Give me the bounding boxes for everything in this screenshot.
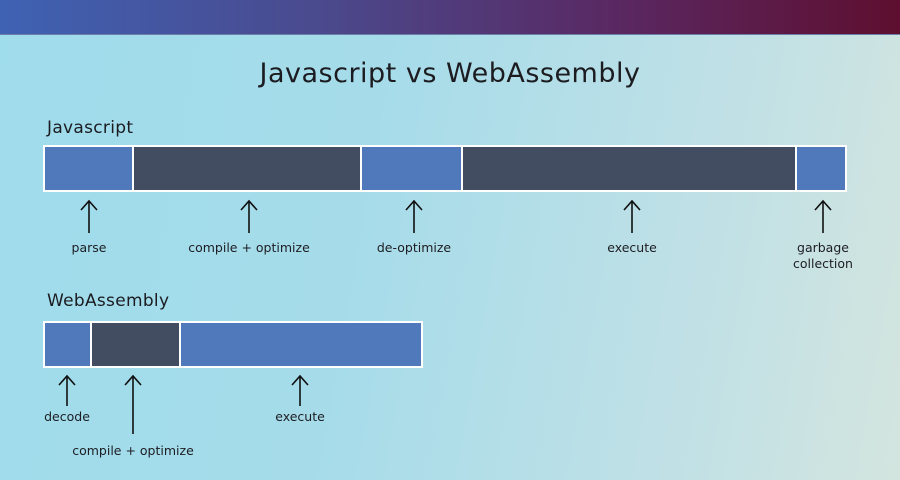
stage-label-garbage-collection: garbage collection: [793, 240, 853, 271]
stage-label-compile-optimize: compile + optimize: [72, 443, 194, 458]
webassembly-segment-2: [91, 323, 180, 366]
javascript-pipeline-bar: [43, 145, 847, 192]
arrow-up-icon: [58, 374, 76, 406]
javascript-segment-5: [797, 147, 845, 190]
arrow-up-icon: [240, 199, 258, 233]
header-band: [0, 0, 900, 35]
javascript-segment-3: [361, 147, 461, 190]
stage-label-decode: decode: [44, 409, 90, 424]
arrow-up-icon: [80, 199, 98, 233]
stage-label-de-optimize: de-optimize: [376, 240, 452, 255]
webassembly-label: WebAssembly: [47, 291, 170, 311]
arrow-up-icon: [814, 199, 832, 233]
webassembly-pipeline-bar: [43, 321, 423, 368]
javascript-segment-2: [134, 147, 360, 190]
webassembly-segment-1: [45, 323, 90, 366]
arrow-up-icon: [623, 199, 641, 233]
javascript-label: Javascript: [47, 118, 134, 138]
javascript-segment-1: [45, 147, 133, 190]
stage-label-parse: parse: [71, 240, 107, 255]
arrow-up-icon: [291, 374, 309, 406]
stage-label-compile-optimize: compile + optimize: [188, 240, 310, 255]
stage-label-execute: execute: [607, 240, 657, 255]
arrow-up-icon: [405, 199, 423, 233]
arrow-up-icon: [124, 374, 142, 434]
diagram-title: Javascript vs WebAssembly: [259, 58, 641, 89]
stage-label-execute: execute: [275, 409, 325, 424]
javascript-segment-4: [462, 147, 796, 190]
webassembly-segment-3: [181, 323, 421, 366]
